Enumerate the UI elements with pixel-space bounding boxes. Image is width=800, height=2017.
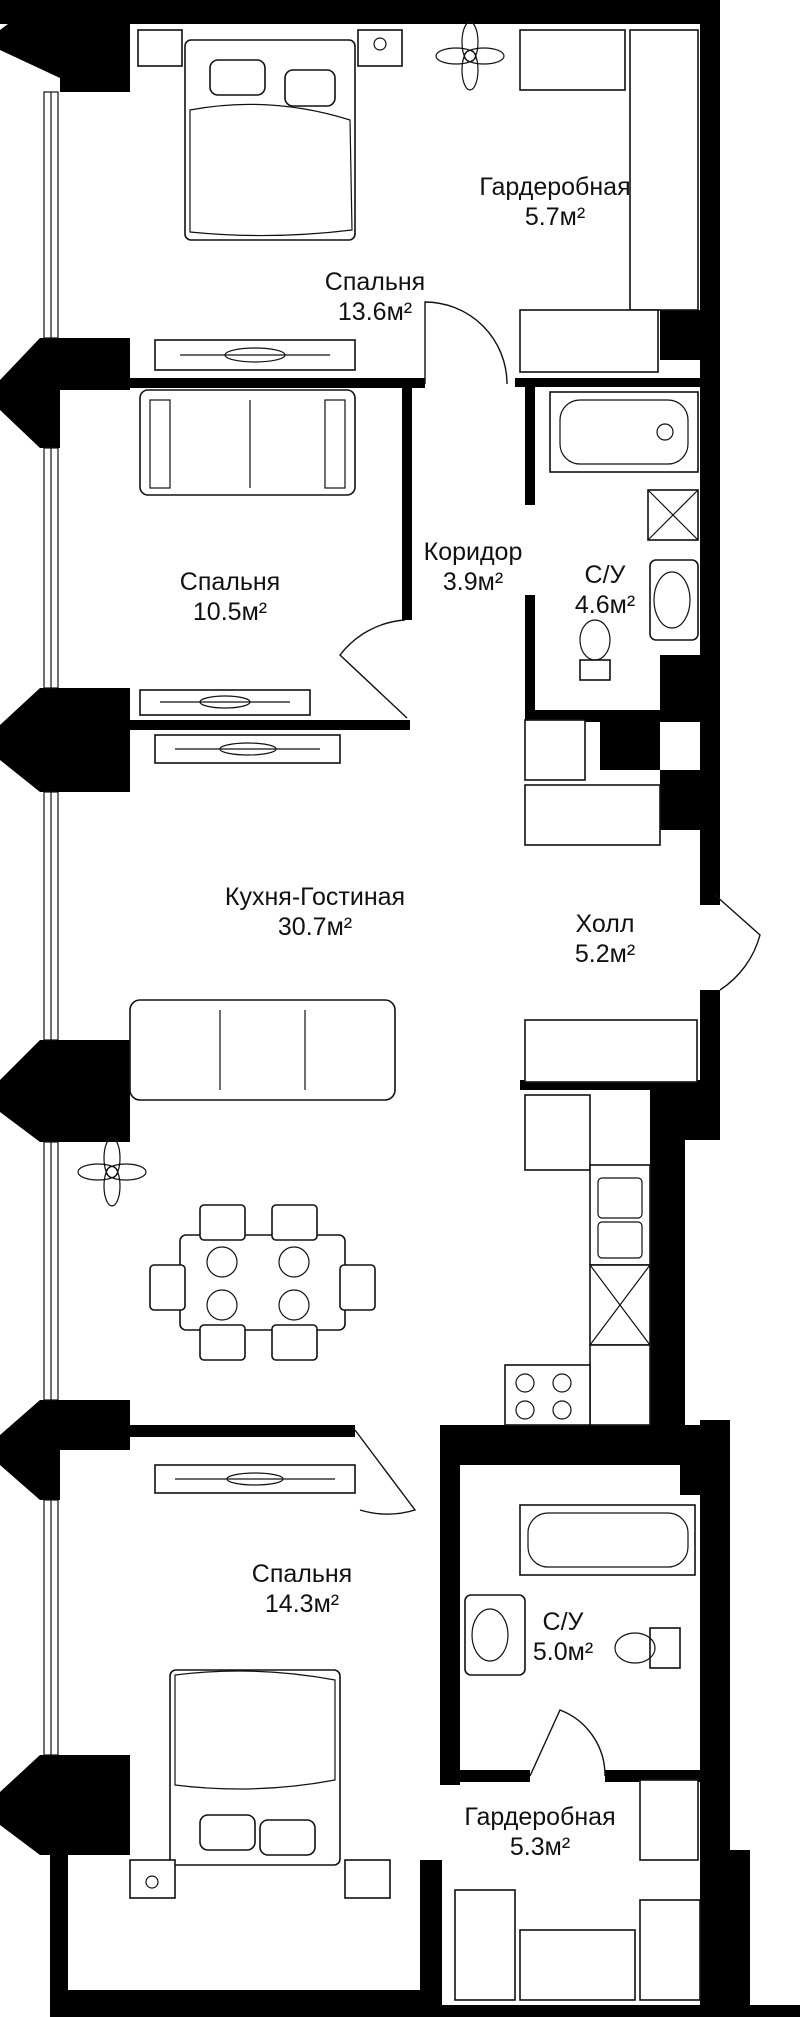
svg-text:3.9м²: 3.9м² (443, 568, 503, 596)
svg-text:5.0м²: 5.0м² (533, 1638, 593, 1666)
room-unit: м² (314, 1590, 340, 1618)
plant-icon (77, 1137, 147, 1207)
svg-text:4.6м²: 4.6м² (575, 591, 635, 619)
room-name: Кухня-Гостиная (225, 883, 405, 911)
room-unit: м² (478, 568, 504, 596)
room-label-wardrobe-bottom: Гардеробная 5.3м² (464, 1803, 615, 1861)
room-unit: м² (560, 203, 586, 231)
room-unit: м² (545, 1833, 571, 1861)
room-unit: м² (242, 598, 268, 626)
svg-text:5.2м²: 5.2м² (575, 940, 635, 968)
room-label-bedroom-mid: Спальня 10.5м² (180, 568, 280, 626)
room-name: С/У (543, 1608, 584, 1636)
room-unit: м² (610, 591, 636, 619)
room-unit: м² (568, 1638, 594, 1666)
room-name: Гардеробная (479, 173, 630, 201)
room-label-corridor: Коридор 3.9м² (424, 538, 523, 596)
svg-text:13.6м²: 13.6м² (338, 298, 412, 326)
room-unit: м² (387, 298, 413, 326)
room-name: Спальня (180, 568, 280, 596)
svg-text:30.7м²: 30.7м² (278, 913, 352, 941)
furniture (77, 21, 701, 2001)
svg-text:5.3м²: 5.3м² (510, 1833, 570, 1861)
svg-text:10.5м²: 10.5м² (193, 598, 267, 626)
room-area: 5.3 (510, 1833, 545, 1861)
room-area: 13.6 (338, 298, 387, 326)
room-area: 5.0 (533, 1638, 568, 1666)
room-name: Спальня (325, 268, 425, 296)
room-label-bedroom-bottom: Спальня 14.3м² (252, 1560, 352, 1618)
room-unit: м² (327, 913, 353, 941)
room-label-bath-top: С/У 4.6м² (575, 561, 635, 619)
room-area: 30.7 (278, 913, 327, 941)
room-label-wardrobe-top: Гардеробная 5.7м² (479, 173, 630, 231)
svg-text:5.7м²: 5.7м² (525, 203, 585, 231)
room-area: 5.7 (525, 203, 560, 231)
room-name: Гардеробная (464, 1803, 615, 1831)
room-label-bath-bottom: С/У 5.0м² (533, 1608, 593, 1666)
svg-text:14.3м²: 14.3м² (265, 1590, 339, 1618)
room-name: Коридор (424, 538, 523, 566)
room-name: Холл (576, 910, 635, 938)
plant-icon (435, 21, 505, 91)
room-label-bedroom-top: Спальня 13.6м² (325, 268, 425, 326)
room-area: 4.6 (575, 591, 610, 619)
room-area: 14.3 (265, 1590, 314, 1618)
room-area: 3.9 (443, 568, 478, 596)
room-name: Спальня (252, 1560, 352, 1588)
room-unit: м² (610, 940, 636, 968)
room-area: 5.2 (575, 940, 610, 968)
room-area: 10.5 (193, 598, 242, 626)
doors (339, 301, 761, 1777)
room-name: С/У (585, 561, 626, 589)
room-label-living: Кухня-Гостиная 30.7м² (225, 883, 405, 941)
room-label-hall: Холл 5.2м² (575, 910, 635, 968)
